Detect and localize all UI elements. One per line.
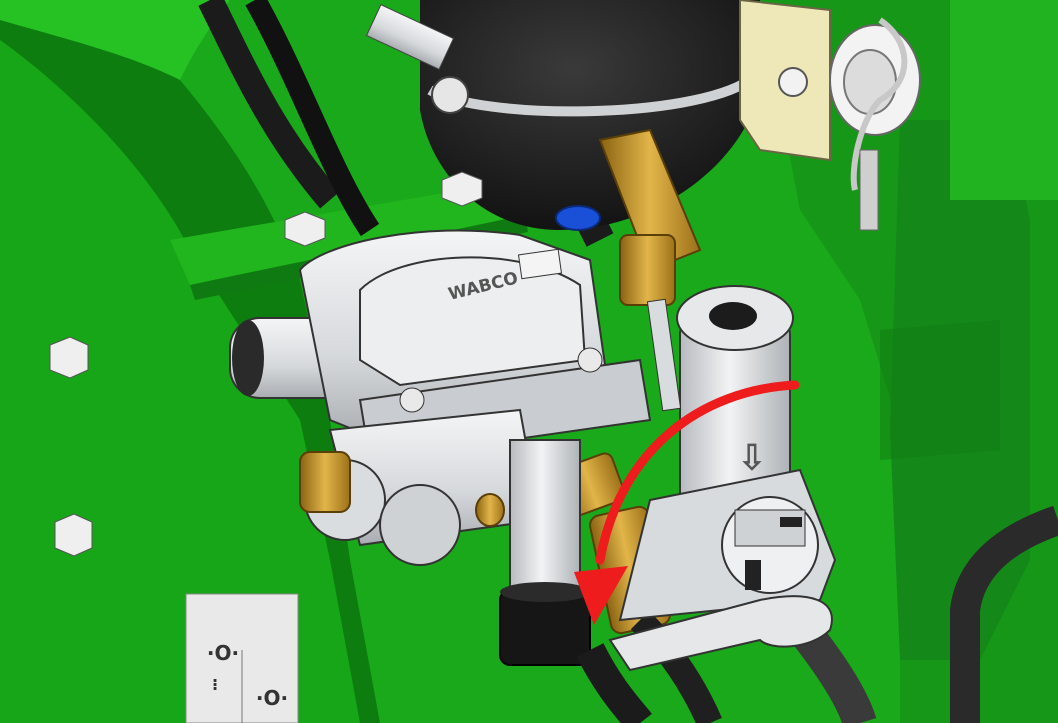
left-plate-top [0,0,230,80]
frame-bolts [49,171,483,557]
upper-fitting [365,4,455,70]
blue-ring [555,205,601,231]
outlet-pipe [499,439,591,666]
left-curved-plate [0,40,360,723]
hose-top-left [198,0,340,209]
hose-right [950,505,1058,723]
decal-symbol-top: ·O· [207,641,239,665]
upper-bolt [431,76,469,114]
valve-lever-handle [608,595,833,672]
flow-arrow-down-icon: ⇩ [737,438,767,479]
brake-valve: WABCO [229,229,652,566]
filter-housing: ⇩ [618,285,837,622]
hose-top-left-2 [245,0,380,237]
decal-dot-icon: ⁝ [212,675,218,694]
spring-clip [850,17,908,191]
decal-plate: ·O· ⁝ ·O· [185,593,299,723]
bracket-bolt [778,67,808,97]
crossbar [170,180,525,285]
clip-leg [859,149,879,231]
rotation-arrow-icon [574,380,800,625]
hose-bottom-1 [576,643,652,723]
pivot-pin-face [843,49,897,115]
frame-right-top [950,0,1058,200]
lever-arm [646,298,682,412]
frame-shadow [880,320,1000,460]
decal-symbol-bottom: ·O· [256,686,288,710]
